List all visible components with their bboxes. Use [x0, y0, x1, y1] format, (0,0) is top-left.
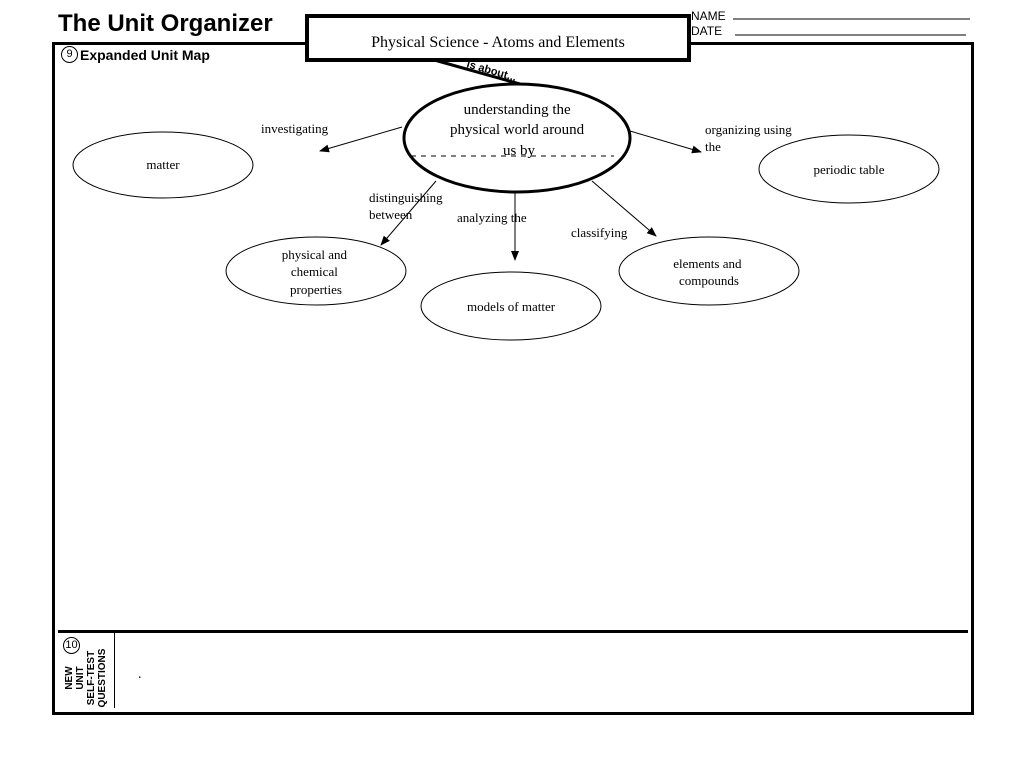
- unit-title: Physical Science - Atoms and Elements: [371, 34, 625, 51]
- self-test-questions-content: .: [138, 667, 142, 682]
- map-section-heading: 9 Expanded Unit Map: [61, 46, 210, 63]
- node-oval-matter: [72, 131, 254, 199]
- name-label: NAME: [691, 9, 726, 23]
- link-label-classifying: classifying: [571, 225, 628, 240]
- link-line-distinguishing: [380, 180, 437, 246]
- node-label-elements-compounds: elements and compounds: [673, 256, 744, 288]
- link-line-investigating: [319, 126, 403, 153]
- link-label-organizing: organizing using the: [705, 122, 795, 154]
- section-divider: [58, 630, 968, 633]
- link-label-investigating: investigating: [261, 121, 329, 136]
- date-label: DATE: [691, 24, 723, 38]
- is-about-label: is about...: [465, 58, 518, 84]
- node-oval-periodic-table: [758, 134, 940, 204]
- link-line-classifying: [591, 180, 657, 237]
- node-oval-models-of-matter: [420, 271, 602, 341]
- node-label-matter: matter: [146, 157, 180, 172]
- node-label-properties: physical and chemical properties: [282, 247, 351, 297]
- app-title: The Unit Organizer: [58, 10, 273, 37]
- central-concept-oval: [402, 82, 632, 194]
- node-label-periodic-table: periodic table: [813, 162, 884, 177]
- questions-label-divider: [114, 633, 115, 708]
- questions-number-badge: 10: [63, 637, 80, 654]
- unit-title-box: Physical Science - Atoms and Elements: [305, 14, 691, 62]
- node-oval-properties: [225, 236, 407, 306]
- map-section-title: Expanded Unit Map: [80, 46, 210, 63]
- section-number-badge: 9: [61, 46, 78, 63]
- node-label-models-of-matter: models of matter: [467, 299, 556, 314]
- node-oval-elements-compounds: [618, 236, 800, 306]
- link-line-organizing: [629, 130, 702, 154]
- central-concept-text: understanding the physical world around …: [450, 102, 588, 159]
- link-label-distinguishing: distinguishing between: [369, 190, 446, 222]
- link-label-analyzing: analyzing the: [457, 210, 527, 225]
